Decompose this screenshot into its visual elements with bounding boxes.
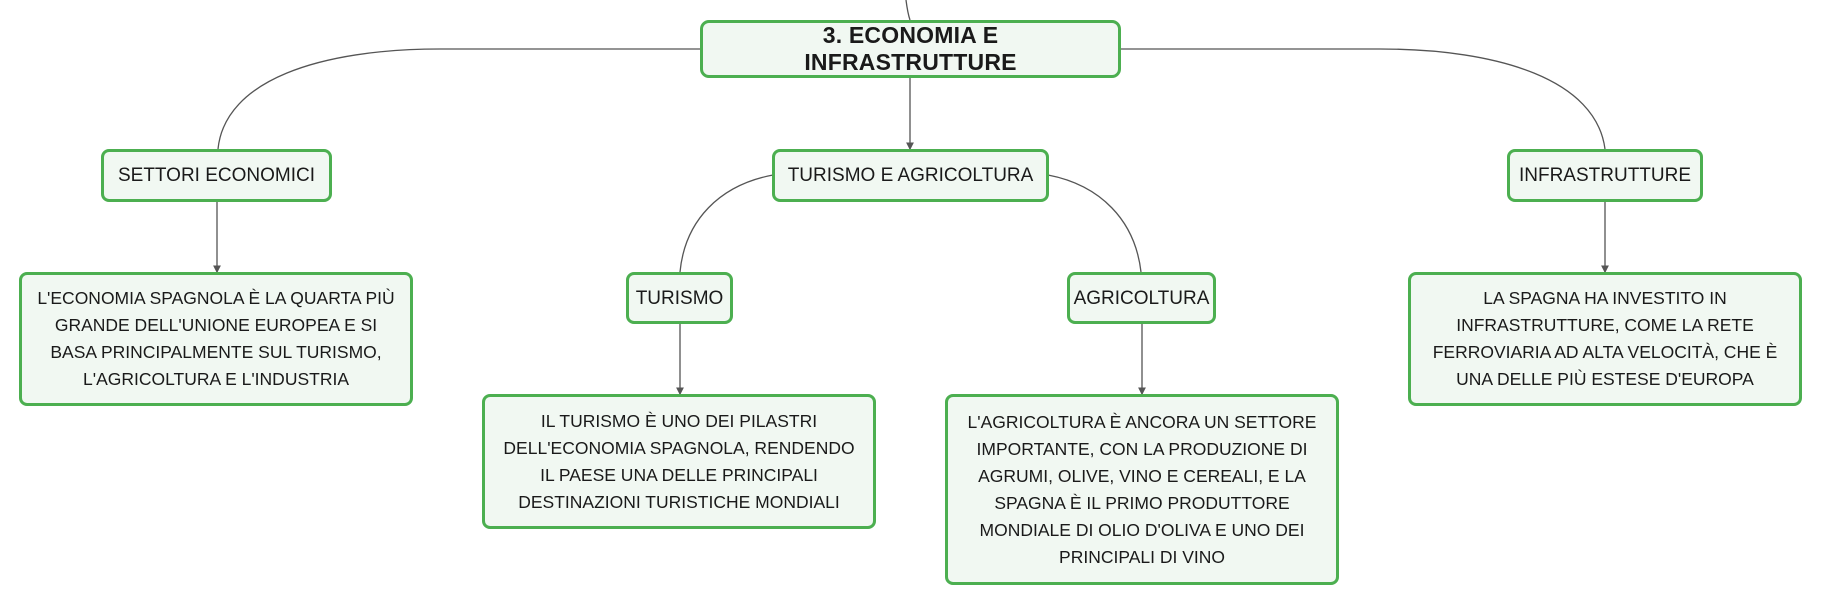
detail-node-turismo[interactable]: IL TURISMO È UNO DEI PILASTRI DELL'ECONO… [482, 394, 876, 529]
root-node[interactable]: 3. ECONOMIA E INFRASTRUTTURE [700, 20, 1121, 78]
detail-text-infrastrutture: LA SPAGNA HA INVESTITO IN INFRASTRUTTURE… [1432, 288, 1778, 389]
detail-node-settori-economici[interactable]: L'ECONOMIA SPAGNOLA È LA QUARTA PIÙ GRAN… [19, 272, 413, 406]
connector-ta-to-agricoltura [1047, 174, 1142, 273]
detail-text-settori-economici: L'ECONOMIA SPAGNOLA È LA QUARTA PIÙ GRAN… [37, 288, 395, 389]
detail-text-agricoltura: L'AGRICOLTURA È ANCORA UN SETTORE IMPORT… [967, 411, 1317, 567]
root-label: 3. ECONOMIA E INFRASTRUTTURE [804, 22, 1017, 75]
connector-parent-to-root [905, 0, 911, 21]
connector-root-to-settori [217, 48, 700, 150]
subbranch-label-turismo: TURISMO [635, 287, 724, 309]
branch-label-settori-economici: SETTORI ECONOMICI [117, 165, 316, 186]
subbranch-node-agricoltura[interactable]: AGRICOLTURA [1067, 272, 1216, 324]
detail-text-turismo: IL TURISMO È UNO DEI PILASTRI DELL'ECONO… [503, 410, 855, 512]
subbranch-node-turismo[interactable]: TURISMO [626, 272, 733, 324]
branch-node-settori-economici[interactable]: SETTORI ECONOMICI [101, 149, 332, 202]
connector-ta-to-turismo [679, 174, 774, 273]
branch-node-turismo-e-agricoltura[interactable]: TURISMO E AGRICOLTURA [772, 149, 1049, 202]
branch-label-turismo-e-agricoltura: TURISMO E AGRICOLTURA [787, 165, 1034, 186]
subbranch-label-agricoltura: AGRICOLTURA [1073, 287, 1210, 309]
branch-node-infrastrutture[interactable]: INFRASTRUTTURE [1507, 149, 1703, 202]
connector-root-to-infrastrutture [1121, 48, 1606, 150]
branch-label-infrastrutture: INFRASTRUTTURE [1518, 165, 1692, 186]
detail-node-infrastrutture[interactable]: LA SPAGNA HA INVESTITO IN INFRASTRUTTURE… [1408, 272, 1802, 406]
detail-node-agricoltura[interactable]: L'AGRICOLTURA È ANCORA UN SETTORE IMPORT… [945, 394, 1339, 585]
